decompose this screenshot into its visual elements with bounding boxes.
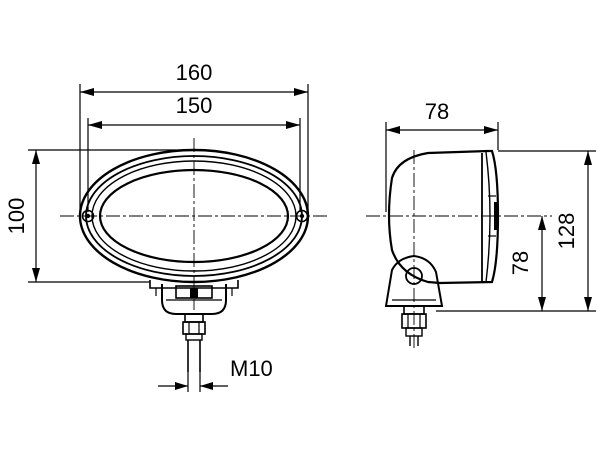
front-view: 160 150 100 M10 [4, 60, 328, 392]
dimension-overall-width: 160 [79, 60, 309, 212]
dimension-thread: M10 [158, 356, 273, 392]
dimension-overall-height: 128 [436, 150, 596, 312]
side-view: 78 78 128 [366, 99, 596, 350]
bolt [182, 313, 206, 372]
lens [98, 168, 290, 264]
side-mount-lug [384, 254, 444, 307]
side-housing [387, 149, 500, 285]
lens-width-label: 150 [176, 93, 213, 118]
mount-height-label: 78 [508, 251, 533, 275]
screw-right-icon [295, 209, 309, 223]
overall-width-label: 160 [176, 60, 213, 85]
side-bolt [401, 305, 427, 346]
dimension-height: 100 [4, 149, 194, 283]
dimension-mount-height: 78 [508, 216, 546, 311]
overall-height-label: 128 [554, 213, 579, 250]
dimension-lens-width: 150 [87, 93, 301, 212]
dimension-depth: 78 [385, 99, 499, 212]
depth-label: 78 [425, 99, 449, 124]
thread-label: M10 [230, 356, 273, 381]
height-label: 100 [4, 198, 29, 235]
